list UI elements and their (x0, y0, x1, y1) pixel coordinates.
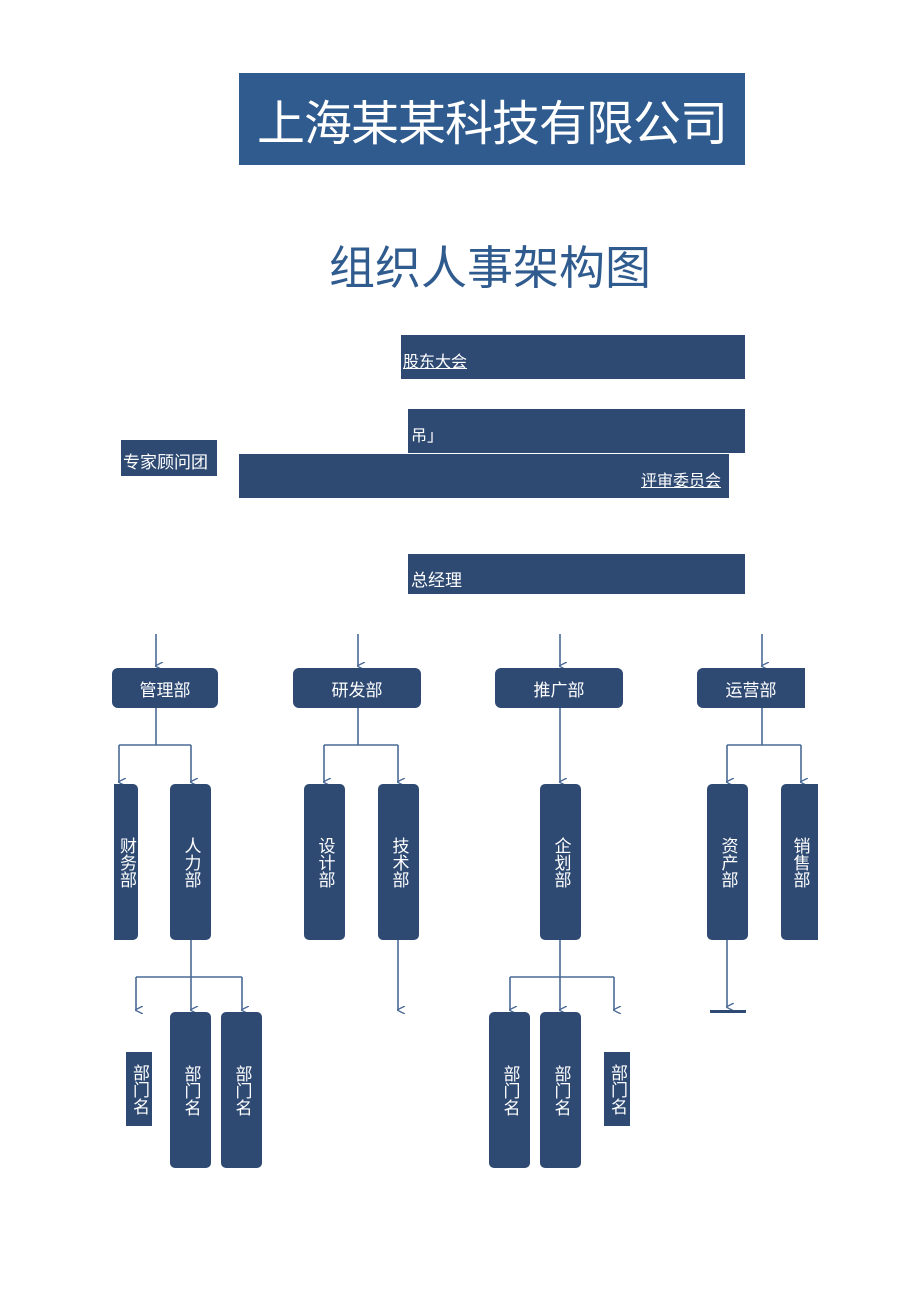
subdept-design-label: 设计部 (314, 836, 335, 888)
gm-bar: 总经理 (408, 554, 745, 594)
unit-hr-left: 部门名 (126, 1052, 152, 1126)
page-title: 组织人事架构图 (329, 241, 651, 295)
subdept-finance: 财务部 (114, 784, 138, 940)
dept-promotion-label: 推广部 (533, 680, 585, 701)
unit-hr-middle: 部门名 (170, 1012, 211, 1168)
shareholders-label: 股东大会 (403, 352, 468, 371)
unit-hr-right-label: 部门名 (231, 1064, 252, 1116)
unit-planning-left-label: 部门名 (499, 1064, 520, 1116)
subdept-tech: 技术部 (378, 784, 419, 940)
subdept-planning-label: 企划部 (550, 836, 571, 888)
subdept-assets: 资产部 (707, 784, 748, 940)
unit-hr-left-label: 部门名 (129, 1063, 149, 1115)
unit-planning-right: 部门名 (604, 1052, 630, 1126)
dept-rnd-label: 研发部 (331, 680, 383, 701)
dept-operations-label: 运营部 (725, 680, 777, 701)
org-chart: 管理部 研发部 推广部 运营部 财务部 人力部 设计部 技术部 企划部 资产部 … (112, 632, 818, 1177)
subdept-finance-label: 财务部 (116, 836, 136, 888)
subdept-hr: 人力部 (170, 784, 211, 940)
unit-planning-right-label: 部门名 (607, 1063, 627, 1115)
shareholders-bar: 股东大会 (401, 335, 745, 379)
subdept-sales-label: 销售部 (789, 836, 810, 888)
unit-planning-middle-label: 部门名 (550, 1064, 571, 1116)
unit-planning-middle: 部门名 (540, 1012, 581, 1168)
dept-rnd: 研发部 (293, 668, 421, 708)
subdept-assets-label: 资产部 (717, 836, 738, 888)
subdept-planning: 企划部 (540, 784, 581, 940)
experts-box: 专家顾问团 (121, 440, 217, 476)
unit-planning-left: 部门名 (489, 1012, 530, 1168)
dept-promotion: 推广部 (495, 668, 623, 708)
review-label: 评审委员会 (641, 471, 722, 490)
subdept-design: 设计部 (304, 784, 345, 940)
company-name: 上海某某科技有限公司 (256, 96, 728, 152)
unit-hr-middle-label: 部门名 (180, 1064, 201, 1116)
gm-label: 总经理 (411, 571, 462, 591)
unit-hr-right: 部门名 (221, 1012, 262, 1168)
company-banner: 上海某某科技有限公司 (239, 73, 745, 165)
dept-management: 管理部 (112, 668, 218, 708)
connector-lines (114, 634, 818, 1177)
board-label: 吊」 (411, 426, 444, 445)
subdept-tech-label: 技术部 (388, 836, 409, 888)
review-bar: 评审委员会 (239, 454, 729, 498)
board-bar: 吊」 (408, 409, 745, 453)
subdept-hr-label: 人力部 (180, 836, 201, 888)
subdept-sales: 销售部 (781, 784, 818, 940)
experts-label: 专家顾问团 (123, 453, 208, 473)
dept-operations: 运营部 (697, 668, 805, 708)
dept-management-label: 管理部 (139, 680, 191, 701)
